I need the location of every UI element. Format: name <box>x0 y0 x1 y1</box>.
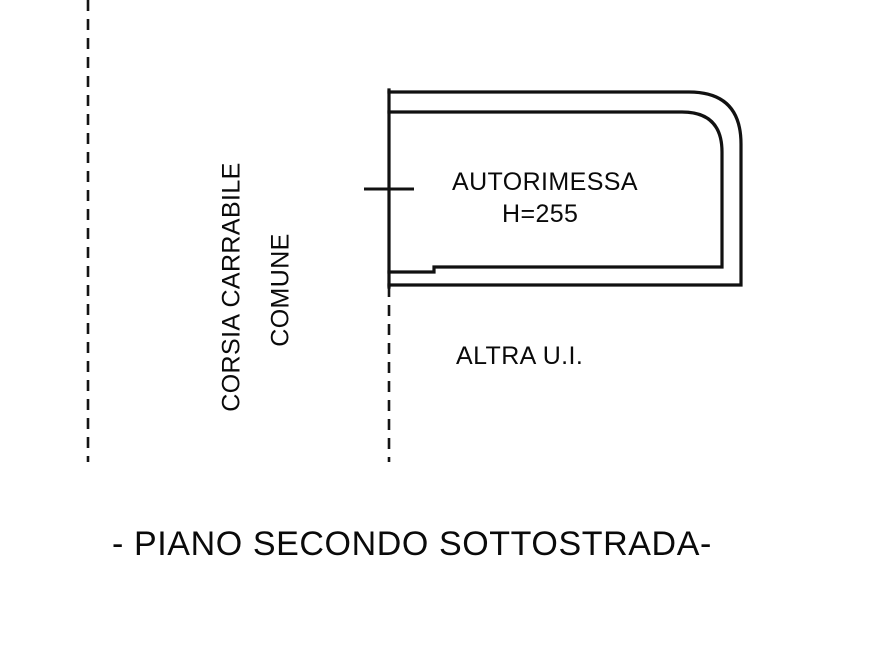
floor-caption: - PIANO SECONDO SOTTOSTRADA- <box>112 525 712 563</box>
garage-height-label: H=255 <box>502 200 579 228</box>
other-unit-label: ALTRA U.I. <box>456 342 584 370</box>
garage-outer-wall <box>387 90 743 287</box>
driveway-label-line-1: CORSIA CARRABILE <box>217 162 246 412</box>
garage-name-label: AUTORIMESSA <box>452 168 638 196</box>
driveway-label-line-2: COMUNE <box>266 233 295 347</box>
garage-inner-wall <box>387 110 724 274</box>
